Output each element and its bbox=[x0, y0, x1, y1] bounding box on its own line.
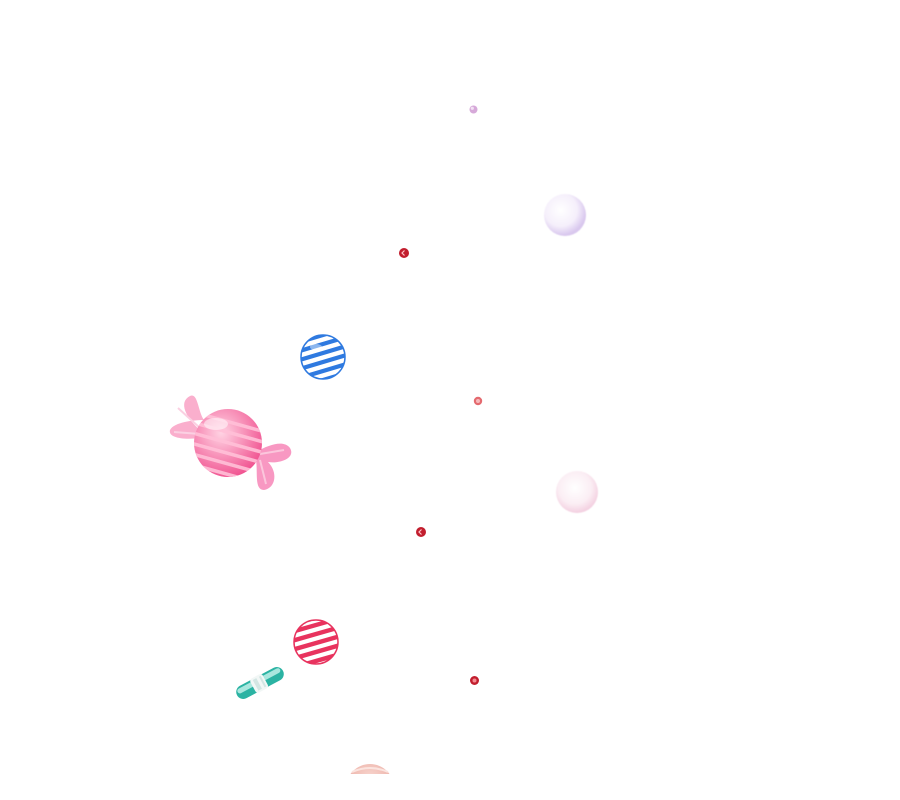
red-striped-ball-icon bbox=[293, 619, 339, 665]
lavender-bubble-icon bbox=[544, 194, 586, 236]
red-dot-icon bbox=[416, 527, 426, 537]
peach-candy-partial-icon bbox=[350, 764, 390, 774]
pink-bubble-icon bbox=[556, 471, 598, 513]
teal-candy-stick-icon bbox=[236, 667, 284, 699]
red-dot-icon bbox=[470, 676, 479, 685]
small-lavender-dot-icon bbox=[469, 105, 478, 114]
pink-wrapped-candy-icon bbox=[169, 395, 292, 490]
small-red-dot-icon bbox=[473, 396, 483, 406]
blue-striped-ball-icon bbox=[300, 334, 346, 380]
red-dot-icon bbox=[399, 248, 409, 258]
